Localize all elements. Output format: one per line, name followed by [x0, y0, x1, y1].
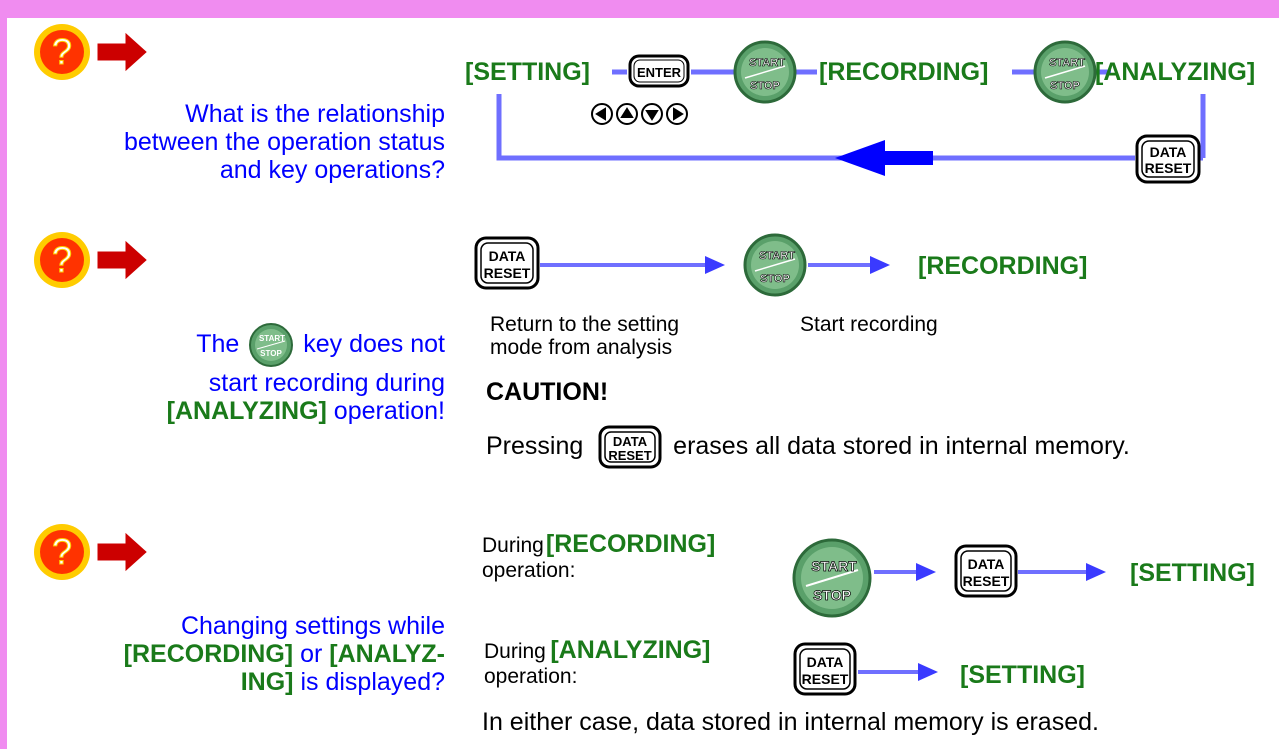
operation-word: operation: — [484, 665, 578, 688]
start-stop-key-icon: START STOP — [743, 233, 807, 297]
question-1-line-1: What is the relationship — [185, 100, 445, 128]
caution-rest: erases all data stored in internal memor… — [673, 432, 1130, 460]
arrow-keys-icon — [591, 103, 688, 125]
start-label: START — [749, 57, 785, 69]
during-recording-label: During[RECORDING] operation: — [482, 530, 715, 582]
start-label: START — [811, 558, 857, 574]
question-3-line-1: Changing settings while — [180, 612, 445, 640]
page-left-border — [0, 0, 7, 749]
stop-label: STOP — [760, 273, 790, 285]
question-2-analyzing: [ANALYZING] — [166, 397, 327, 426]
stop-label: STOP — [1050, 80, 1080, 92]
data-label: DATA — [968, 556, 1005, 572]
start-stop-key-icon: START STOP — [792, 538, 872, 618]
question-1-line-2: between the operation status — [123, 128, 445, 156]
analyzing-to-setting-flow: DATA RESET [SETTING] — [793, 642, 1085, 696]
caption-start-recording: Start recording — [800, 313, 938, 336]
stop-label: STOP — [813, 587, 851, 603]
during-word: During — [482, 534, 544, 557]
question-3-recording: [RECORDING] — [123, 640, 294, 668]
question-badge-icon — [33, 523, 147, 581]
data-label: DATA — [613, 434, 648, 449]
during-word: During — [484, 640, 546, 663]
during-analyzing-label: During [ANALYZING] operation: — [484, 636, 711, 688]
caution-pressing: Pressing — [486, 432, 584, 460]
data-reset-key-icon: DATA RESET — [954, 544, 1018, 598]
question-2-operation: operation! — [333, 397, 445, 426]
question-2-key-does-not: key does not — [303, 330, 445, 358]
setting-state-1: [SETTING] — [1130, 559, 1255, 587]
data-reset-key-icon: DATA RESET — [793, 642, 857, 696]
recording-to-setting-flow: START STOP DATA RESET [SETTING] — [792, 538, 1255, 618]
enter-key-icon: ENTER — [628, 54, 690, 88]
question-badge-icon — [33, 231, 147, 289]
caption-line: mode from analysis — [490, 336, 673, 359]
caption-return-to-setting: Return to the setting mode from analysis — [490, 313, 679, 359]
stop-label: STOP — [260, 349, 282, 358]
start-label: START — [1049, 57, 1085, 69]
caution-title: CAUTION! — [486, 378, 609, 406]
operation-word: operation: — [482, 559, 576, 582]
data-label: DATA — [1150, 144, 1187, 160]
reset-label: RESET — [963, 573, 1010, 589]
reset-label: RESET — [802, 671, 849, 687]
question-1-line-3: and key operations? — [219, 156, 445, 184]
question-2-line-2: start recording during — [208, 369, 445, 398]
reset-label: RESET — [1145, 160, 1192, 176]
start-label: START — [259, 334, 285, 343]
question-3: Changing settings while [RECORDING] or [… — [20, 612, 445, 696]
question-badge-icon — [33, 23, 147, 81]
reset-label: RESET — [609, 448, 652, 463]
data-reset-key-icon: DATA RESET — [1135, 134, 1201, 184]
footer-note: In either case, data stored in internal … — [482, 708, 1099, 736]
reset-start-flow: DATA RESET START STOP [RECORDING] — [474, 233, 1087, 297]
question-1: What is the relationship between the ope… — [20, 100, 445, 184]
start-label: START — [759, 250, 795, 262]
caption-line: Return to the setting — [490, 313, 680, 336]
start-stop-key-icon: START STOP — [246, 321, 296, 369]
question-3-is-displayed: is displayed? — [300, 668, 445, 696]
question-3-or: or — [300, 640, 323, 668]
question-3-ing: ING] — [240, 668, 294, 696]
data-label: DATA — [489, 248, 526, 264]
question-2-the: The — [196, 330, 240, 358]
data-reset-key-icon: DATA RESET — [474, 236, 540, 290]
stop-label: STOP — [750, 80, 780, 92]
page-top-border — [0, 0, 1279, 18]
status-flow-diagram: ENTER START STOP START STOP DATA RESET [… — [465, 40, 1255, 184]
flow-state-recording: [RECORDING] — [918, 252, 1087, 280]
state-recording: [RECORDING] — [819, 58, 988, 86]
start-stop-key-icon: START STOP — [1033, 40, 1097, 104]
during-analyzing-state: [ANALYZING] — [550, 636, 711, 664]
during-recording-state: [RECORDING] — [545, 530, 716, 558]
start-stop-key-icon: START STOP — [733, 40, 797, 104]
state-analyzing: [ANALYZING] — [1095, 58, 1255, 86]
reset-label: RESET — [484, 265, 531, 281]
enter-key-label: ENTER — [637, 65, 682, 80]
setting-state-2: [SETTING] — [960, 661, 1085, 689]
state-setting: [SETTING] — [465, 58, 590, 86]
question-2: The START STOP key does not start recordi… — [20, 320, 445, 425]
data-label: DATA — [807, 654, 844, 670]
question-3-analyz: [ANALYZ- — [329, 640, 445, 668]
